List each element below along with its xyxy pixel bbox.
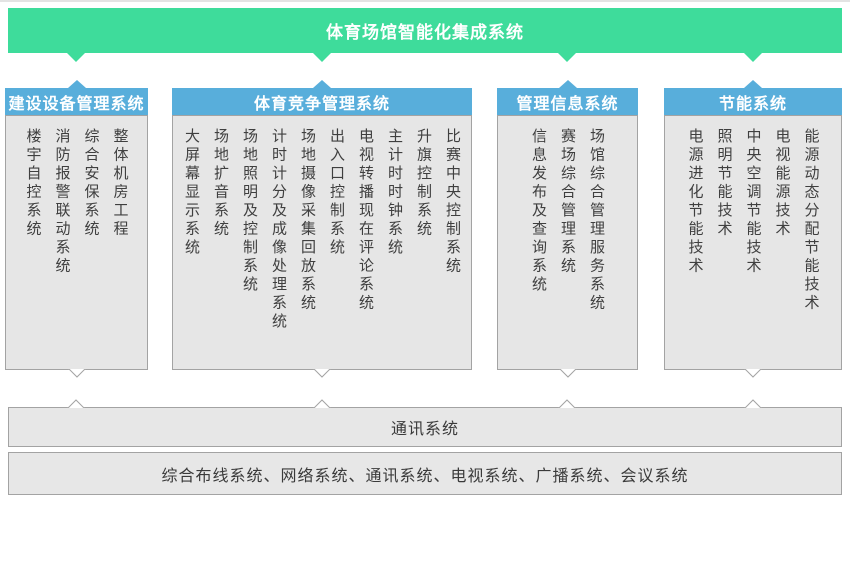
connector-notch-up-icon bbox=[554, 398, 580, 408]
column-energy-saving: 节能系统 能源动态分配节能技术电视能源技术中央空调节能技术照明节能技术电源进化节… bbox=[664, 80, 842, 370]
connector-arrow-up-icon bbox=[313, 80, 331, 88]
system-item: 综合安保系统 bbox=[82, 128, 101, 239]
infrastructure-subsystems-text: 综合布线系统、网络系统、通讯系统、电视系统、广播系统、会议系统 bbox=[161, 465, 689, 485]
system-item: 比赛中央控制系统 bbox=[444, 128, 462, 276]
column-header-label: 体育竞争管理系统 bbox=[253, 93, 390, 113]
system-item: 信息发布及查询系统 bbox=[530, 128, 548, 295]
main-title-bar: 体育场馆智能化集成系统 bbox=[8, 8, 842, 62]
system-item: 消防报警联动系统 bbox=[53, 128, 72, 276]
connector-arrow-up-icon bbox=[744, 80, 762, 88]
system-item: 场地扩音系统 bbox=[212, 128, 230, 239]
connector-arrow-up-icon bbox=[558, 80, 577, 88]
system-item: 场地摄像采集回放系统 bbox=[299, 128, 317, 313]
column-header-label: 管理信息系统 bbox=[516, 93, 619, 113]
connector-arrow-down-1 bbox=[67, 53, 85, 62]
system-item: 能源动态分配节能技术 bbox=[802, 128, 821, 313]
system-item: 电视能源技术 bbox=[773, 128, 792, 239]
system-item: 升旗控制系统 bbox=[415, 128, 433, 239]
system-item: 照明节能技术 bbox=[715, 128, 734, 239]
system-item: 中央空调节能技术 bbox=[744, 128, 763, 276]
system-item: 场地照明及控制系统 bbox=[241, 128, 259, 295]
system-item: 整体机房工程 bbox=[111, 128, 130, 239]
system-item: 电视转播现在评论系统 bbox=[357, 128, 375, 313]
system-item: 大屏幕显示系统 bbox=[183, 128, 201, 258]
column-body-energy-saving: 能源动态分配节能技术电视能源技术中央空调节能技术照明节能技术电源进化节能技术 bbox=[664, 115, 842, 370]
system-item: 楼宇自控系统 bbox=[24, 128, 43, 239]
connector-notch-down-icon bbox=[309, 369, 335, 379]
column-header-building-equipment: 建设设备管理系统 bbox=[5, 80, 148, 115]
column-body-sports-competition: 比赛中央控制系统升旗控制系统主计时时钟系统电视转播现在评论系统出入口控制系统场地… bbox=[172, 115, 472, 370]
column-header-management-info: 管理信息系统 bbox=[497, 80, 638, 115]
system-item: 主计时时钟系统 bbox=[386, 128, 404, 258]
column-header-energy-saving: 节能系统 bbox=[664, 80, 842, 115]
connector-notch-down-icon bbox=[64, 369, 90, 379]
connector-notch-up-icon bbox=[63, 398, 89, 408]
column-management-info: 管理信息系统 场馆综合管理服务系统赛场综合管理系统信息发布及查询系统 bbox=[497, 80, 638, 370]
column-building-equipment: 建设设备管理系统 整体机房工程综合安保系统消防报警联动系统楼宇自控系统 bbox=[5, 80, 148, 370]
column-body-building-equipment: 整体机房工程综合安保系统消防报警联动系统楼宇自控系统 bbox=[5, 115, 148, 370]
system-item: 出入口控制系统 bbox=[328, 128, 346, 258]
system-item: 场馆综合管理服务系统 bbox=[588, 128, 606, 313]
top-edge-line bbox=[0, 0, 850, 2]
infrastructure-subsystems-box: 综合布线系统、网络系统、通讯系统、电视系统、广播系统、会议系统 bbox=[8, 452, 842, 495]
system-item-list: 整体机房工程综合安保系统消防报警联动系统楼宇自控系统 bbox=[19, 128, 135, 276]
column-header-label: 节能系统 bbox=[718, 93, 787, 113]
system-item: 电源进化节能技术 bbox=[686, 128, 705, 276]
column-body-management-info: 场馆综合管理服务系统赛场综合管理系统信息发布及查询系统 bbox=[497, 115, 638, 370]
connector-notch-down-icon bbox=[555, 369, 581, 379]
system-item: 计时计分及成像处理系统 bbox=[270, 128, 288, 332]
system-item: 赛场综合管理系统 bbox=[559, 128, 577, 276]
column-header-sports-competition: 体育竞争管理系统 bbox=[172, 80, 472, 115]
connector-notch-up-icon bbox=[309, 398, 335, 408]
main-title: 体育场馆智能化集成系统 bbox=[326, 23, 524, 43]
connector-arrow-down-3 bbox=[558, 53, 576, 62]
connector-arrow-down-4 bbox=[744, 53, 762, 62]
communication-system-title: 通讯系统 bbox=[390, 419, 459, 438]
communication-system-box: 通讯系统 bbox=[8, 407, 842, 447]
system-item-list: 场馆综合管理服务系统赛场综合管理系统信息发布及查询系统 bbox=[524, 128, 611, 313]
column-header-label: 建设设备管理系统 bbox=[8, 93, 145, 113]
system-item-list: 比赛中央控制系统升旗控制系统主计时时钟系统电视转播现在评论系统出入口控制系统场地… bbox=[177, 128, 467, 332]
connector-arrow-up-icon bbox=[67, 80, 86, 88]
system-item-list: 能源动态分配节能技术电视能源技术中央空调节能技术照明节能技术电源进化节能技术 bbox=[681, 128, 826, 313]
connector-arrow-down-2 bbox=[313, 53, 331, 62]
connector-notch-up-icon bbox=[740, 398, 766, 408]
connector-notch-down-icon bbox=[740, 369, 766, 379]
column-sports-competition: 体育竞争管理系统 比赛中央控制系统升旗控制系统主计时时钟系统电视转播现在评论系统… bbox=[172, 80, 472, 370]
